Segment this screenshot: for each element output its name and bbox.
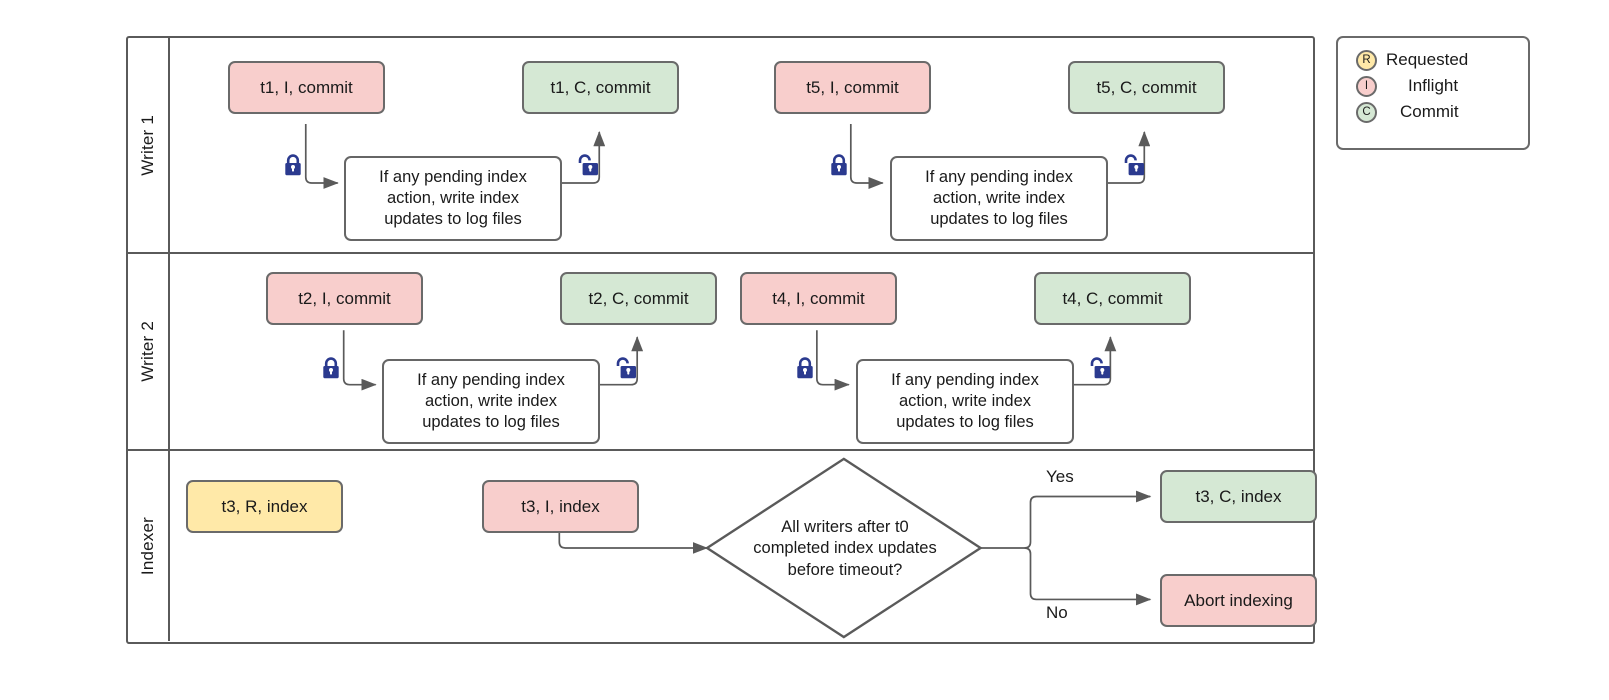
swimlane-label-writer-2: Writer 2: [138, 321, 157, 382]
node-label: t3, C, index: [1195, 486, 1282, 506]
swimlane-writer-1: Writer 1: [128, 38, 1313, 252]
swimlane-writer-2: Writer 2 t2, I, commit: [128, 252, 1313, 449]
node-label: t4, I, commit: [772, 288, 865, 308]
swimlane-header-writer-2: Writer 2: [128, 254, 170, 449]
process-line-3: updates to log files: [930, 210, 1068, 229]
swimlane-container: Writer 1: [126, 36, 1317, 644]
process-line-2: action, write index: [386, 188, 520, 207]
node-w2-process-1[interactable]: If any pending index action, write index…: [382, 359, 600, 444]
node-w2-t2-commit[interactable]: t2, C, commit: [560, 272, 717, 325]
legend-badge-code: I: [1364, 80, 1369, 92]
swimlane-label-indexer: Indexer: [138, 516, 157, 576]
swimlane-body-writer-2: t2, I, commit If any pending index actio…: [170, 254, 1313, 449]
process-line-2: action, write index: [424, 391, 558, 410]
node-w1-t5-commit[interactable]: t5, C, commit: [1068, 61, 1225, 114]
node-w2-t2-inflight[interactable]: t2, I, commit: [266, 272, 423, 325]
decision-line-3: before timeout?: [787, 560, 903, 579]
node-label: Abort indexing: [1184, 590, 1293, 610]
node-label: t1, I, commit: [260, 77, 353, 97]
legend-badge-code: R: [1362, 54, 1371, 66]
node-label: t3, R, index: [221, 496, 308, 516]
node-w2-process-2[interactable]: If any pending index action, write index…: [856, 359, 1074, 444]
node-label: t3, I, index: [521, 496, 600, 516]
node-indexer-decision[interactable]: All writers after t0 completed index upd…: [708, 459, 982, 639]
swimlane-header-indexer: Indexer: [128, 451, 170, 641]
unlocked-padlock-icon: [576, 153, 598, 177]
legend-item-requested: R Requested: [1338, 47, 1528, 73]
legend-label-inflight: Inflight: [1408, 76, 1459, 95]
node-w1-t1-commit[interactable]: t1, C, commit: [522, 61, 679, 114]
process-line-2: action, write index: [898, 391, 1032, 410]
node-w1-process-1[interactable]: If any pending index action, write index…: [344, 156, 562, 241]
process-line-1: If any pending index: [417, 370, 565, 389]
locked-padlock-icon: [282, 153, 304, 177]
swimlane-body-indexer: t3, R, index t3, I, index All writers af…: [170, 451, 1317, 641]
node-w1-process-2[interactable]: If any pending index action, write index…: [890, 156, 1108, 241]
node-label: t2, I, commit: [298, 288, 391, 308]
edge-label-no: No: [1046, 603, 1068, 622]
process-line-1: If any pending index: [891, 370, 1039, 389]
unlocked-padlock-icon: [1088, 356, 1110, 380]
commit-badge-icon: C: [1356, 101, 1377, 123]
locked-padlock-icon: [828, 153, 850, 177]
legend-badge-code: C: [1362, 106, 1371, 118]
decision-label: All writers after t0 completed index upd…: [708, 459, 982, 639]
node-w1-t5-inflight[interactable]: t5, I, commit: [774, 61, 931, 114]
legend-label-commit: Commit: [1400, 102, 1459, 121]
process-line-3: updates to log files: [384, 210, 522, 229]
node-label: t4, C, commit: [1062, 288, 1163, 308]
node-indexer-t3-requested[interactable]: t3, R, index: [186, 480, 343, 533]
process-line-3: updates to log files: [896, 413, 1034, 432]
legend-panel: R Requested I Inflight C Commit: [1336, 36, 1530, 150]
decision-line-1: All writers after t0: [781, 517, 909, 536]
legend-item-commit: C Commit: [1338, 99, 1528, 125]
node-w2-t4-inflight[interactable]: t4, I, commit: [740, 272, 897, 325]
process-line-1: If any pending index: [379, 167, 527, 186]
node-w2-t4-commit[interactable]: t4, C, commit: [1034, 272, 1191, 325]
edge-label-yes: Yes: [1046, 467, 1074, 486]
legend-label-requested: Requested: [1386, 50, 1469, 69]
decision-line-2: completed index updates: [753, 539, 937, 558]
swimlane-indexer: Indexer: [128, 449, 1317, 641]
swimlane-header-writer-1: Writer 1: [128, 38, 170, 252]
unlocked-padlock-icon: [1122, 153, 1144, 177]
node-label: t5, C, commit: [1096, 77, 1197, 97]
node-indexer-t3-inflight[interactable]: t3, I, index: [482, 480, 639, 533]
node-indexer-t3-commit[interactable]: t3, C, index: [1160, 470, 1317, 523]
locked-padlock-icon: [320, 356, 342, 380]
unlocked-padlock-icon: [614, 356, 636, 380]
process-line-1: If any pending index: [925, 167, 1073, 186]
node-label: t2, C, commit: [588, 288, 689, 308]
process-line-2: action, write index: [932, 188, 1066, 207]
requested-badge-icon: R: [1356, 49, 1377, 71]
node-label: t5, I, commit: [806, 77, 899, 97]
process-line-3: updates to log files: [422, 413, 560, 432]
swimlane-body-writer-1: t1, I, commit If any pending index actio…: [170, 38, 1313, 252]
inflight-badge-icon: I: [1356, 75, 1377, 97]
node-w1-t1-inflight[interactable]: t1, I, commit: [228, 61, 385, 114]
node-indexer-abort[interactable]: Abort indexing: [1160, 574, 1317, 627]
legend-item-inflight: I Inflight: [1338, 73, 1528, 99]
node-label: t1, C, commit: [550, 77, 651, 97]
locked-padlock-icon: [794, 356, 816, 380]
swimlane-label-writer-1: Writer 1: [138, 114, 157, 176]
